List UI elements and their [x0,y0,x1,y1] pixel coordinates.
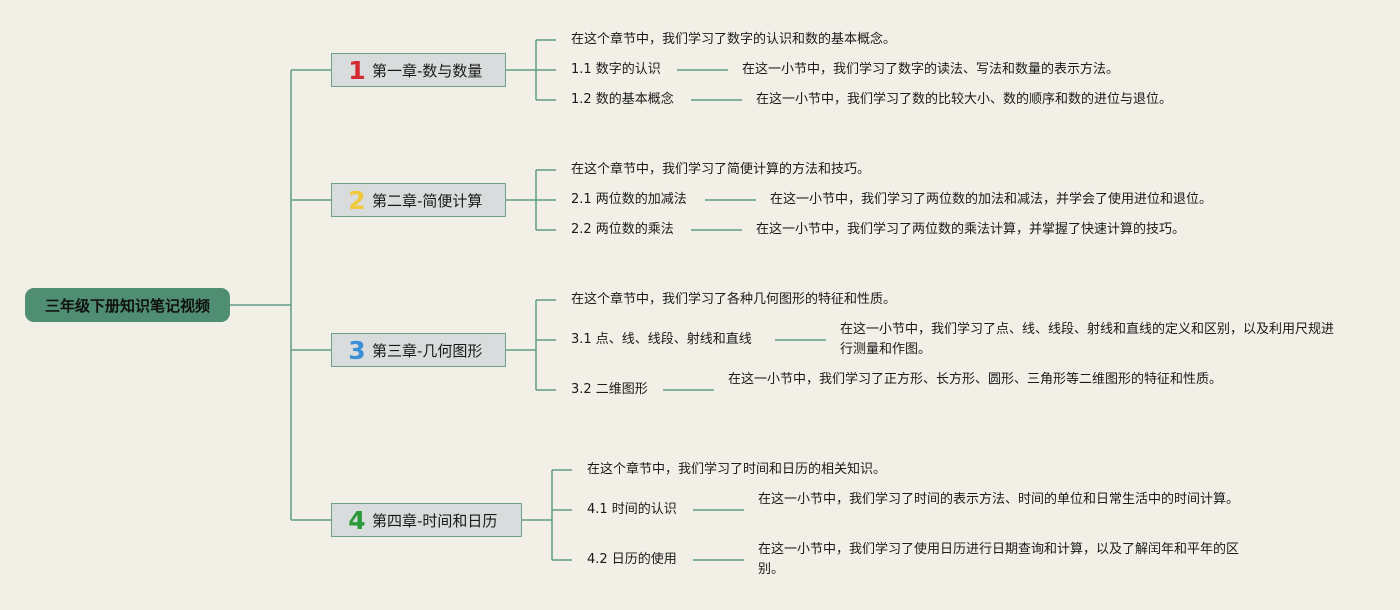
chapter-3-summary: 在这个章节中，我们学习了各种几何图形的特征和性质。 [571,292,897,307]
section-2-1-desc: 在这一小节中，我们学习了两位数的加法和减法，并学会了使用进位和退位。 [770,192,1213,207]
chapter-1-number: 1 [348,55,366,85]
chapter-4-title: 第四章-时间和日历 [372,511,498,530]
section-4-1-desc: 在这一小节中，我们学习了时间的表示方法、时间的单位和日常生活中的时间计算。 [758,492,1240,507]
chapter-2-number: 2 [348,185,366,215]
section-1-1-title: 1.1 数字的认识 [571,62,661,77]
section-2-1-title: 2.1 两位数的加减法 [571,192,687,207]
section-3-2-title: 3.2 二维图形 [571,382,648,397]
section-4-1-title: 4.1 时间的认识 [587,502,677,517]
chapter-3-title: 第三章-几何图形 [372,341,483,360]
section-4-2-desc: 在这一小节中，我们学习了使用日历进行日期查询和计算，以及了解闰年和平年的区别。 [758,542,1240,577]
chapter-3-number: 3 [348,335,366,365]
section-1-2-title: 1.2 数的基本概念 [571,92,674,107]
section-3-1-desc: 在这一小节中，我们学习了点、线、线段、射线和直线的定义和区别，以及利用尺规进行测… [840,322,1335,357]
section-1-2-desc: 在这一小节中，我们学习了数的比较大小、数的顺序和数的进位与退位。 [756,92,1173,107]
section-3-1-title: 3.1 点、线、线段、射线和直线 [571,332,752,347]
chapter-1-title: 第一章-数与数量 [372,61,483,80]
chapter-2-node[interactable]: 2 第二章-简便计算 [331,183,506,217]
chapter-3-node[interactable]: 3 第三章-几何图形 [331,333,506,367]
chapter-4-number: 4 [348,505,366,535]
section-2-2-desc: 在这一小节中，我们学习了两位数的乘法计算，并掌握了快速计算的技巧。 [756,222,1186,237]
section-4-2-title: 4.2 日历的使用 [587,552,677,567]
root-node[interactable]: 三年级下册知识笔记视频 [25,288,230,322]
chapter-2-summary: 在这个章节中，我们学习了简便计算的方法和技巧。 [571,162,871,177]
chapter-1-summary: 在这个章节中，我们学习了数字的认识和数的基本概念。 [571,32,897,47]
chapter-2-title: 第二章-简便计算 [372,191,483,210]
chapter-4-summary: 在这个章节中，我们学习了时间和日历的相关知识。 [587,462,887,477]
section-2-2-title: 2.2 两位数的乘法 [571,222,674,237]
section-1-1-desc: 在这一小节中，我们学习了数字的读法、写法和数量的表示方法。 [742,62,1120,77]
chapter-4-node[interactable]: 4 第四章-时间和日历 [331,503,522,537]
root-title: 三年级下册知识笔记视频 [44,296,210,315]
section-3-2-desc: 在这一小节中，我们学习了正方形、长方形、圆形、三角形等二维图形的特征和性质。 [728,372,1223,387]
chapter-1-node[interactable]: 1 第一章-数与数量 [331,53,506,87]
